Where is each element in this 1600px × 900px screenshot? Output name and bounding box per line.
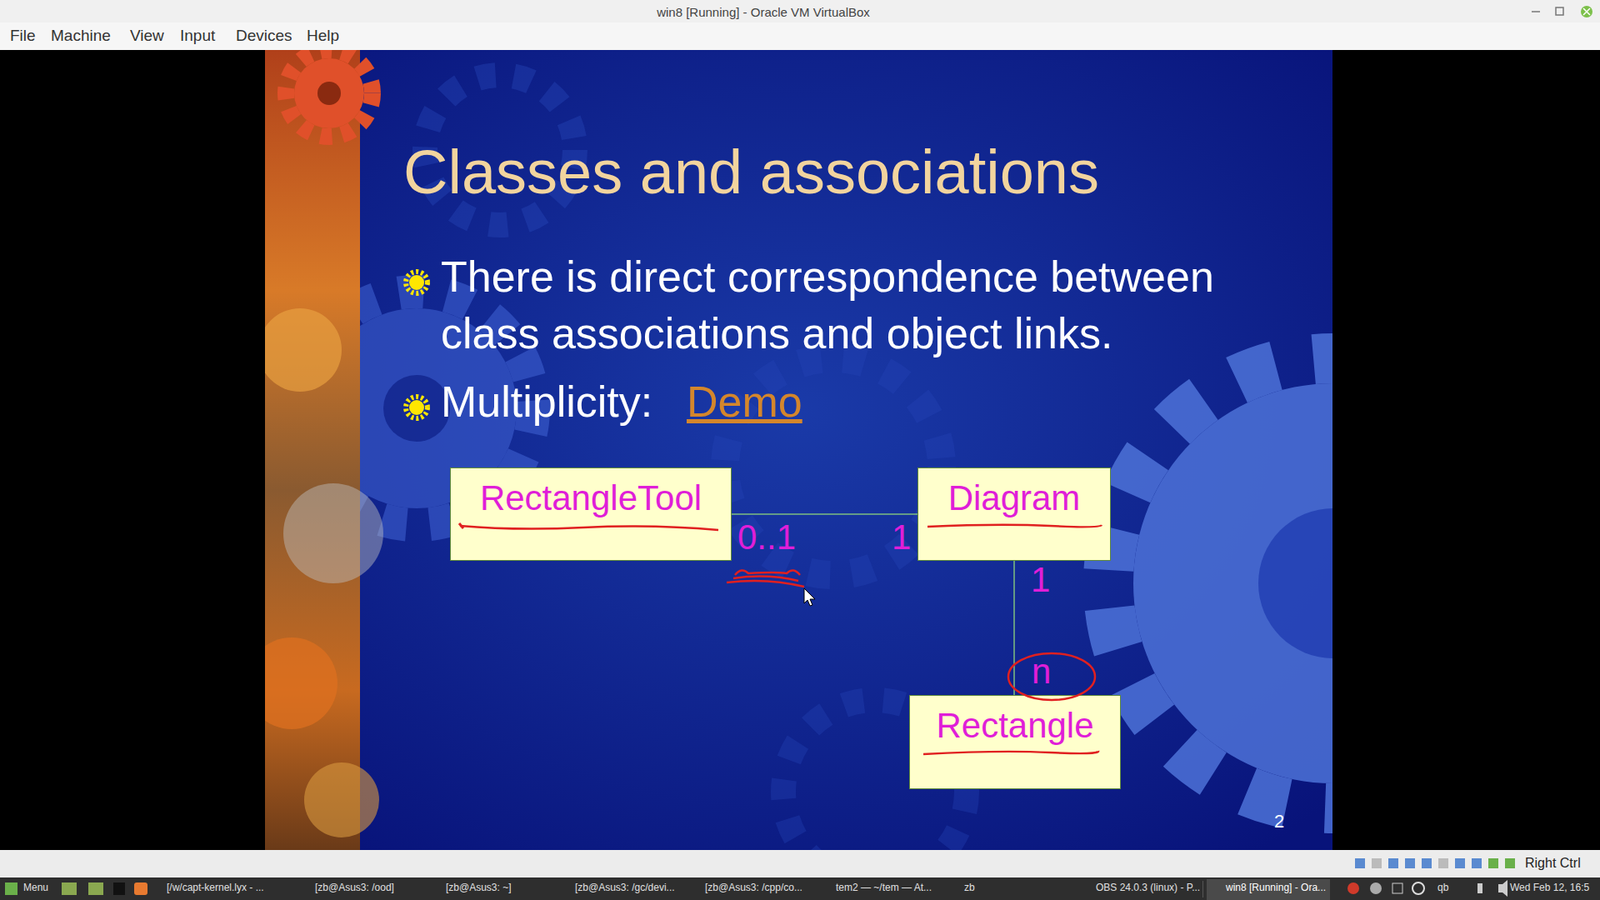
multiplicity: 0..1 — [737, 517, 796, 558]
taskbar-item: Menu — [23, 882, 49, 895]
menu-item: Devices — [235, 26, 293, 45]
association-line — [731, 513, 918, 515]
association-line — [1013, 560, 1015, 695]
class-name: RectangleTool — [450, 468, 731, 519]
red-circle — [1008, 653, 1095, 700]
menu-item: View — [130, 26, 165, 45]
taskbar-item: [zb@Asus3: /ood] — [315, 882, 395, 895]
class-name: Rectangle — [910, 695, 1120, 746]
menu-item: Input — [180, 26, 215, 45]
taskbar-item: [/w/capt-kernel.lyx - ... — [166, 882, 265, 895]
multiplicity: n — [1031, 651, 1051, 692]
menu-item: Machine — [50, 26, 111, 45]
taskbar-item: OBS 24.0.3 (linux) - P... — [1095, 882, 1200, 895]
taskbar-item: [zb@Asus3: /cpp/co... — [705, 882, 803, 895]
taskbar-item: [zb@Asus3: /gc/devi... — [575, 882, 675, 895]
bullet-text: There is direct correspondence between c… — [440, 248, 1325, 362]
menu-item: File — [10, 26, 36, 45]
class-name: Diagram — [918, 468, 1110, 519]
mouse-cursor — [804, 588, 815, 606]
taskbar-item: qb — [1437, 882, 1449, 895]
host-key-label: Right Ctrl — [1525, 855, 1581, 871]
class-box: Diagram — [917, 467, 1111, 561]
multiplicity: 1 — [891, 517, 911, 558]
bullet-star — [405, 271, 428, 294]
slide-number: 2 — [1274, 810, 1285, 832]
class-box: RectangleTool — [450, 467, 732, 561]
slide-title: Classes and associations — [403, 136, 1100, 208]
taskbar-item: win8 [Running] - Ora... — [1225, 882, 1326, 895]
window-title: win8 [Running] - Oracle VM VirtualBox — [656, 5, 870, 20]
clock: Wed Feb 12, 16:5 — [1510, 882, 1590, 895]
bullet-text: Multiplicity: — [440, 373, 653, 430]
multiplicity: 1 — [1030, 560, 1050, 600]
menu-item: Help — [306, 26, 340, 45]
red-scribble — [726, 570, 805, 587]
taskbar-item: zb — [964, 882, 975, 895]
taskbar-item: tem2 — ~/tem — At... — [835, 882, 932, 895]
taskbar-item: [zb@Asus3: ~] — [445, 882, 512, 895]
class-box: Rectangle — [909, 695, 1121, 790]
demo-link: Demo — [686, 373, 803, 430]
bullet-star — [405, 396, 428, 419]
